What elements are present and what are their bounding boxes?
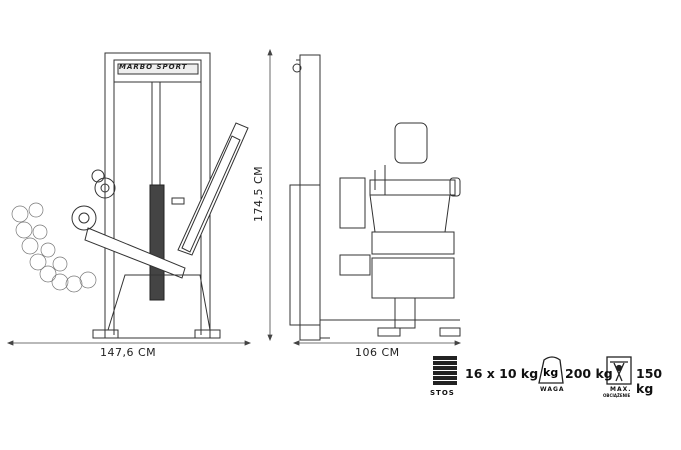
- weight-stack-icon: [433, 356, 457, 385]
- max-load-value: 150 kg: [636, 366, 663, 396]
- motion-arc: [11, 202, 97, 293]
- stack-label: STOS: [430, 389, 455, 397]
- weight-value: 200 kg: [565, 366, 613, 381]
- weightlifter-icon: [606, 356, 632, 385]
- depth-dimension-label: 106 CM: [355, 346, 400, 359]
- width-dimension-label: 147,6 CM: [100, 346, 157, 359]
- max-load-label: MAX.: [610, 386, 632, 393]
- leg-arm: [71, 169, 186, 279]
- weight-stack: [149, 184, 165, 301]
- kg-weight-icon: [538, 356, 564, 384]
- back-pad: [177, 122, 249, 256]
- height-dimension-label: 174,5 CM: [252, 165, 265, 222]
- dimension-lines: [6, 48, 462, 346]
- max-load-sublabel: OBCIĄŻENIE: [603, 393, 631, 398]
- kg-icon-text: kg: [543, 366, 559, 379]
- logo: MARBO SPORT: [119, 63, 188, 71]
- side-view: [289, 54, 461, 341]
- front-view: [11, 52, 249, 339]
- stack-value: 16 x 10 kg: [465, 366, 539, 381]
- weight-label: WAGA: [540, 386, 565, 393]
